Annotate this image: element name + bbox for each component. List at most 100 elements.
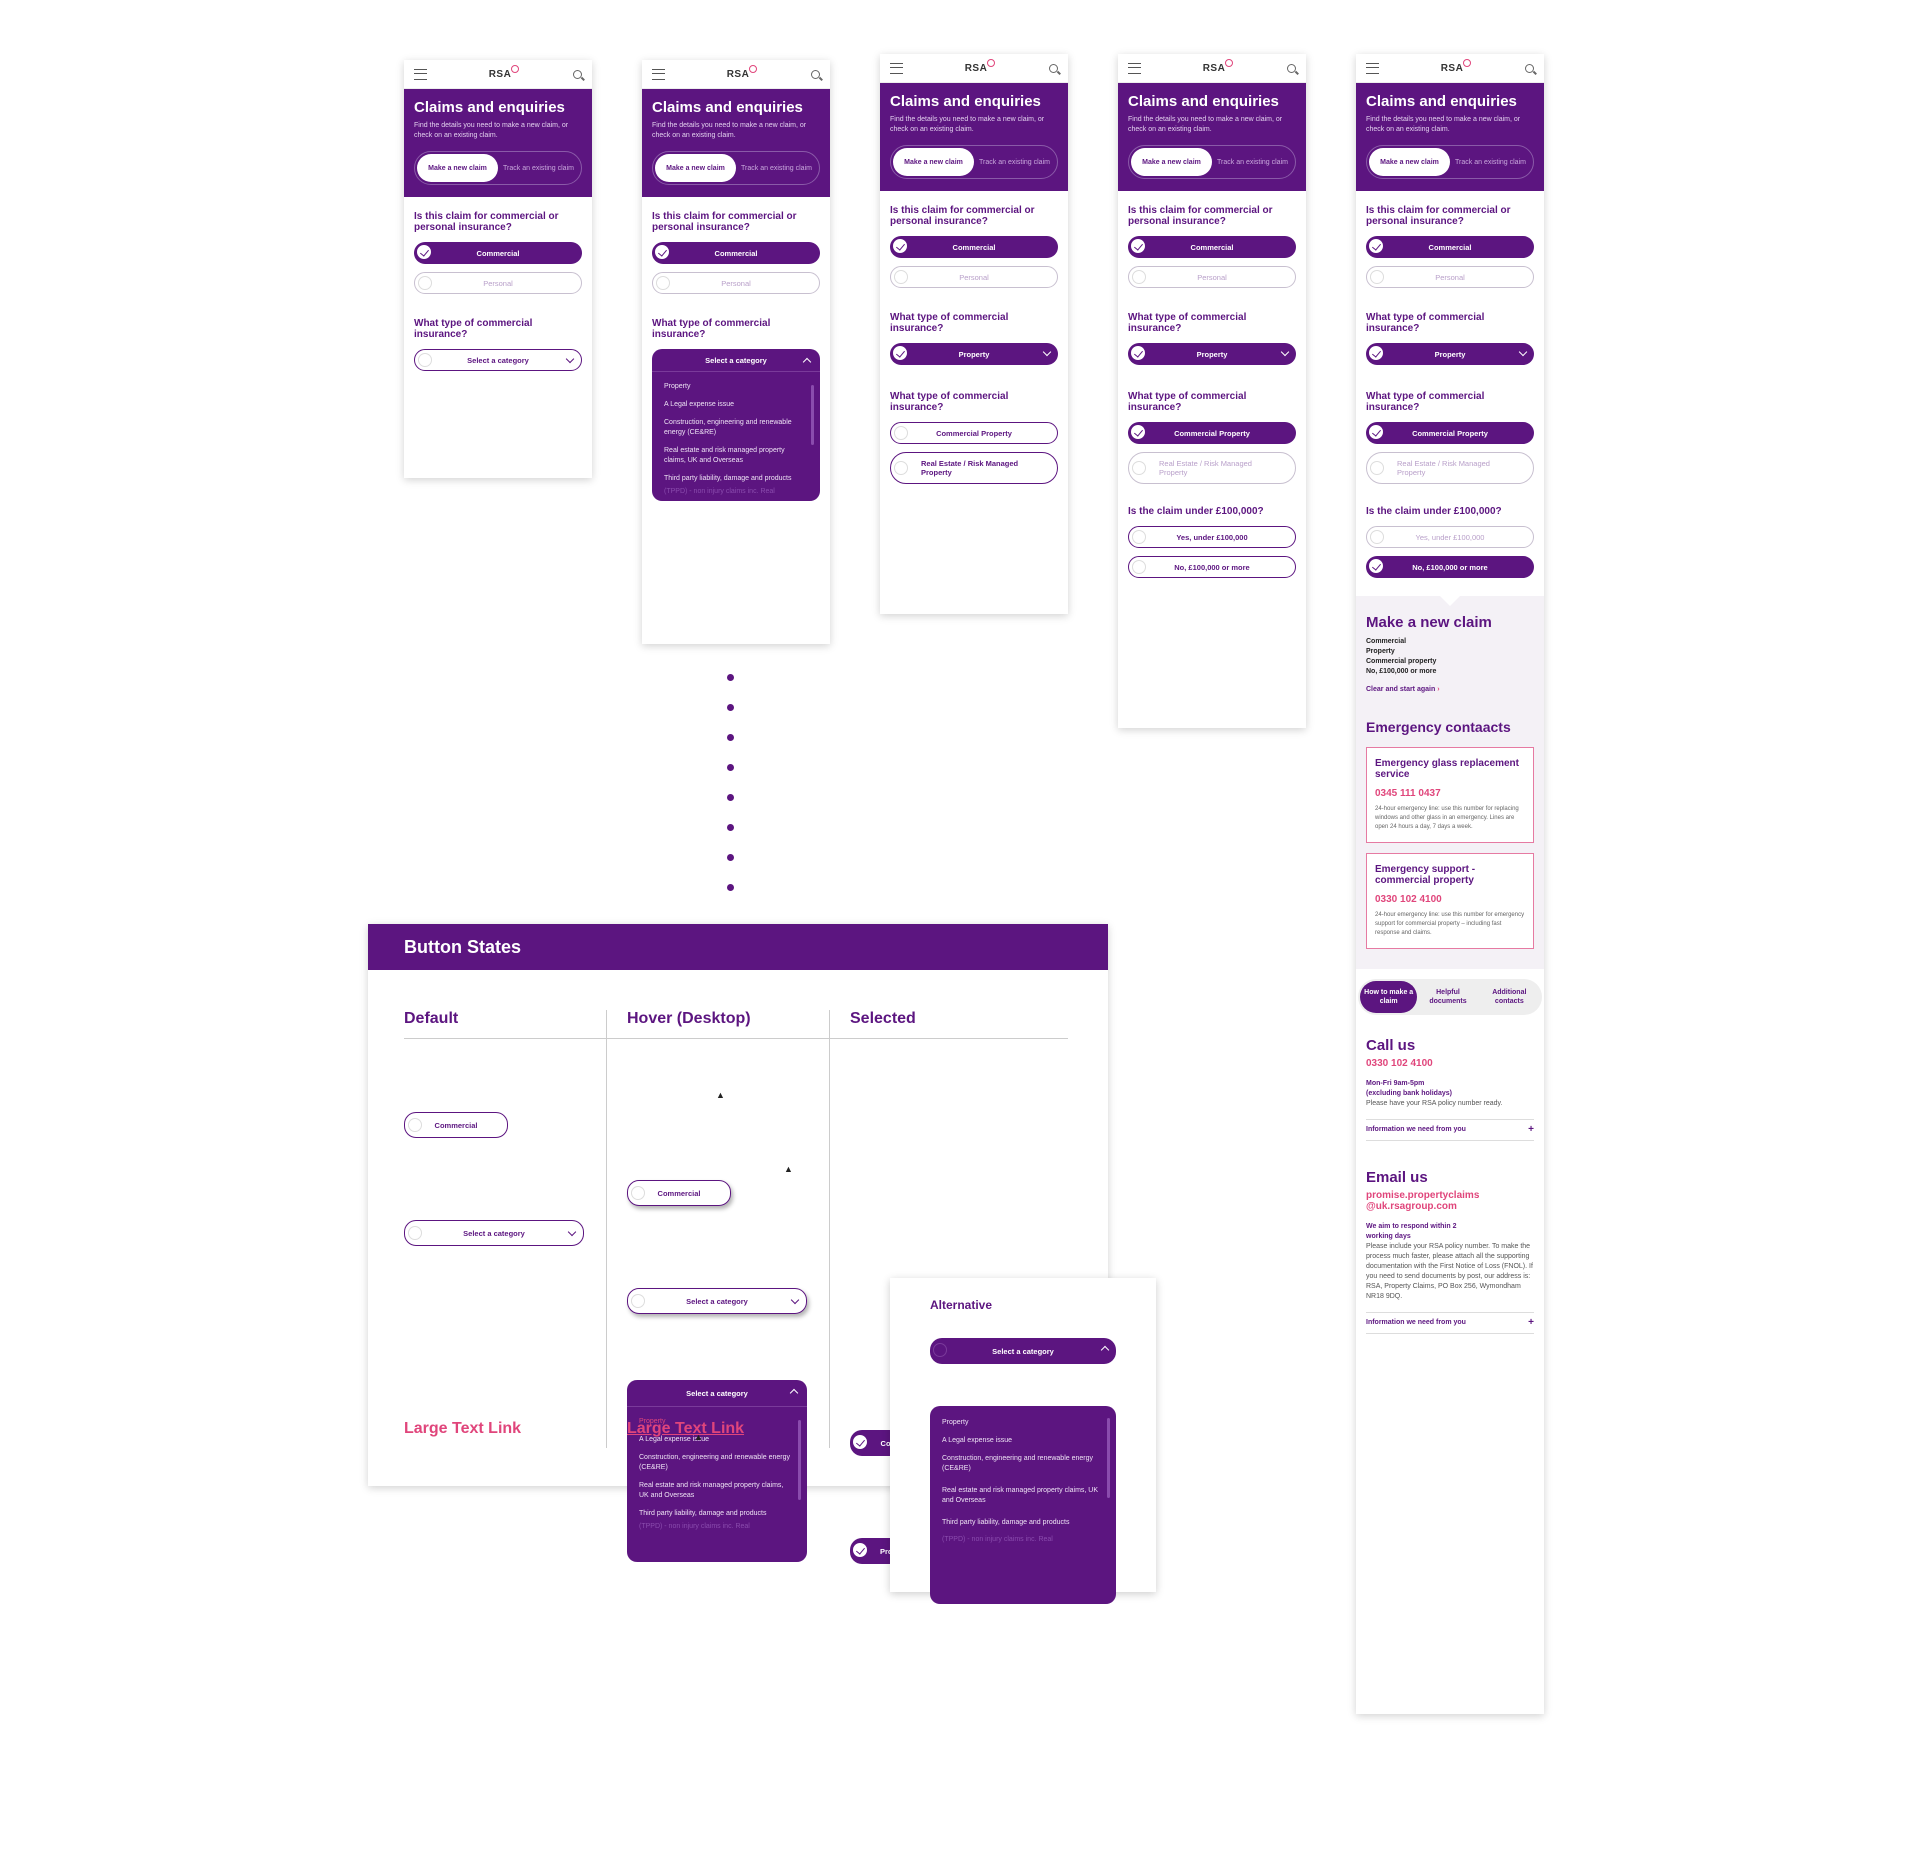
dropdown-item[interactable]: A Legal expense issue [942,1437,1013,1444]
option-label: Personal [721,278,751,288]
dropdown-item-faded[interactable]: (TPPD) - non injury claims inc. Real [942,1536,1053,1543]
commercial-option[interactable]: Commercial [890,236,1058,258]
commercial-option[interactable]: Commercial [1128,236,1296,258]
personal-option[interactable]: Personal [652,272,820,294]
category-select-selected[interactable]: Property [1366,343,1534,365]
dropdown-item-hovered[interactable]: Property [639,1418,666,1425]
alternative-select-open[interactable]: Select a category [930,1338,1116,1364]
track-claim-tab[interactable]: Track an existing claim [741,164,812,172]
call-info-accordion[interactable]: Information we need from you+ [1366,1119,1534,1141]
dropdown-header[interactable]: Select a category [627,1380,807,1407]
category-select[interactable]: Select a category [414,349,582,371]
default-commercial-button[interactable]: Commercial [404,1112,508,1138]
scrollbar[interactable] [798,1420,801,1500]
rsa-logo[interactable]: RSA [488,64,519,80]
under-100k-option[interactable]: Yes, under £100,000 [1128,526,1296,548]
search-icon[interactable] [1525,63,1534,73]
category-dropdown-open[interactable]: Select a category Property A Legal expen… [652,349,820,501]
flow-dot [727,854,734,861]
tab-how-to-claim[interactable]: How to make a claim [1360,981,1418,1013]
dropdown-header[interactable]: Select a category [652,349,820,372]
menu-icon[interactable] [414,68,427,80]
personal-option[interactable]: Personal [1366,266,1534,288]
track-claim-tab[interactable]: Track an existing claim [1217,158,1288,166]
radio-icon [418,276,432,290]
default-text-link[interactable]: Large Text Link [404,1420,522,1437]
tab-helpful-documents[interactable]: Helpful documents [1429,989,1467,1005]
option-label: Personal [1435,272,1465,282]
commercial-option[interactable]: Commercial [1366,236,1534,258]
make-claim-tab[interactable]: Make a new claim [893,148,974,176]
hover-text-link[interactable]: Large Text Link [627,1420,745,1437]
make-claim-tab[interactable]: Make a new claim [1369,148,1450,176]
rsa-logo[interactable]: RSA [1202,58,1233,74]
real-estate-option[interactable]: Real Estate / Risk Managed Property [1128,452,1296,484]
scrollbar[interactable] [811,385,814,445]
dropdown-item-faded[interactable]: (TPPD) - non injury claims inc. Real [664,488,775,495]
rsa-logo[interactable]: RSA [726,64,757,80]
email-info-accordion[interactable]: Information we need from you+ [1366,1312,1534,1334]
search-icon[interactable] [573,69,582,79]
hover-commercial-button[interactable]: Commercial [627,1180,731,1206]
search-icon[interactable] [1049,63,1058,73]
search-icon[interactable] [1287,63,1296,73]
dropdown-item[interactable]: Construction, engineering and renewable … [942,1455,1093,1472]
commercial-property-option[interactable]: Commercial Property [1366,422,1534,444]
real-estate-option[interactable]: Real Estate / Risk Managed Property [1366,452,1534,484]
menu-icon[interactable] [1128,62,1141,74]
clear-link[interactable]: Clear and start again › [1366,685,1534,695]
personal-option[interactable]: Personal [890,266,1058,288]
email-address[interactable]: promise.propertyclaims [1366,1190,1480,1201]
tab-additional-contacts[interactable]: Additional contacts [1492,989,1527,1005]
track-claim-tab[interactable]: Track an existing claim [979,158,1050,166]
dropdown-item[interactable]: A Legal expense issue [664,401,735,408]
card-phone[interactable]: 0345 111 0437 [1375,788,1441,799]
top-bar: RSA [642,60,830,89]
real-estate-option[interactable]: Real Estate / Risk Managed Property [890,452,1058,484]
menu-icon[interactable] [1366,62,1379,74]
dropdown-item[interactable]: A Legal expense issue [639,1436,710,1443]
hover-dropdown-open[interactable]: Select a category Property A Legal expen… [627,1380,807,1562]
commercial-option[interactable]: Commercial [414,242,582,264]
card-desc: 24-hour emergency line: use this number … [1375,806,1519,830]
commercial-option[interactable]: Commercial [652,242,820,264]
dropdown-item[interactable]: Third party liability, damage and produc… [639,1510,767,1517]
dropdown-item[interactable]: Real estate and risk managed property cl… [639,1482,784,1499]
dropdown-item[interactable]: Property [942,1419,969,1426]
menu-icon[interactable] [890,62,903,74]
over-100k-option[interactable]: No, £100,000 or more [1128,556,1296,578]
make-claim-tab[interactable]: Make a new claim [417,154,498,182]
menu-icon[interactable] [652,68,665,80]
personal-option[interactable]: Personal [414,272,582,294]
under-100k-option[interactable]: Yes, under £100,000 [1366,526,1534,548]
category-select-selected[interactable]: Property [1128,343,1296,365]
dropdown-item[interactable]: Third party liability, damage and produc… [664,475,792,482]
commercial-property-option[interactable]: Commercial Property [1128,422,1296,444]
dropdown-item[interactable]: Property [664,383,691,390]
default-select[interactable]: Select a category [404,1220,584,1246]
rsa-logo[interactable]: RSA [1440,58,1471,74]
dropdown-item[interactable]: Third party liability, damage and produc… [942,1519,1070,1526]
card-phone[interactable]: 0330 102 4100 [1375,894,1442,905]
hover-select[interactable]: Select a category [627,1288,807,1314]
alternative-dropdown-list[interactable]: Property A Legal expense issue Construct… [930,1406,1116,1604]
call-phone[interactable]: 0330 102 4100 [1366,1058,1433,1069]
personal-option[interactable]: Personal [1128,266,1296,288]
dropdown-item[interactable]: Real estate and risk managed property cl… [942,1487,1099,1504]
rsa-logo[interactable]: RSA [964,58,995,74]
search-icon[interactable] [811,69,820,79]
scrollbar[interactable] [1107,1418,1110,1498]
dropdown-item[interactable]: Construction, engineering and renewable … [664,419,792,436]
dropdown-item-faded[interactable]: (TPPD) - non injury claims inc. Real [639,1523,750,1530]
track-claim-tab[interactable]: Track an existing claim [1455,158,1526,166]
category-select-selected[interactable]: Property [890,343,1058,365]
over-100k-option[interactable]: No, £100,000 or more [1366,556,1534,578]
commercial-property-option[interactable]: Commercial Property [890,422,1058,444]
email-address-domain[interactable]: @uk.rsagroup.com [1366,1201,1457,1212]
dropdown-item[interactable]: Real estate and risk managed property cl… [664,447,785,464]
track-claim-tab[interactable]: Track an existing claim [503,164,574,172]
hero: Claims and enquiries Find the details yo… [642,89,830,197]
make-claim-tab[interactable]: Make a new claim [1131,148,1212,176]
dropdown-item[interactable]: Construction, engineering and renewable … [639,1454,790,1471]
make-claim-tab[interactable]: Make a new claim [655,154,736,182]
